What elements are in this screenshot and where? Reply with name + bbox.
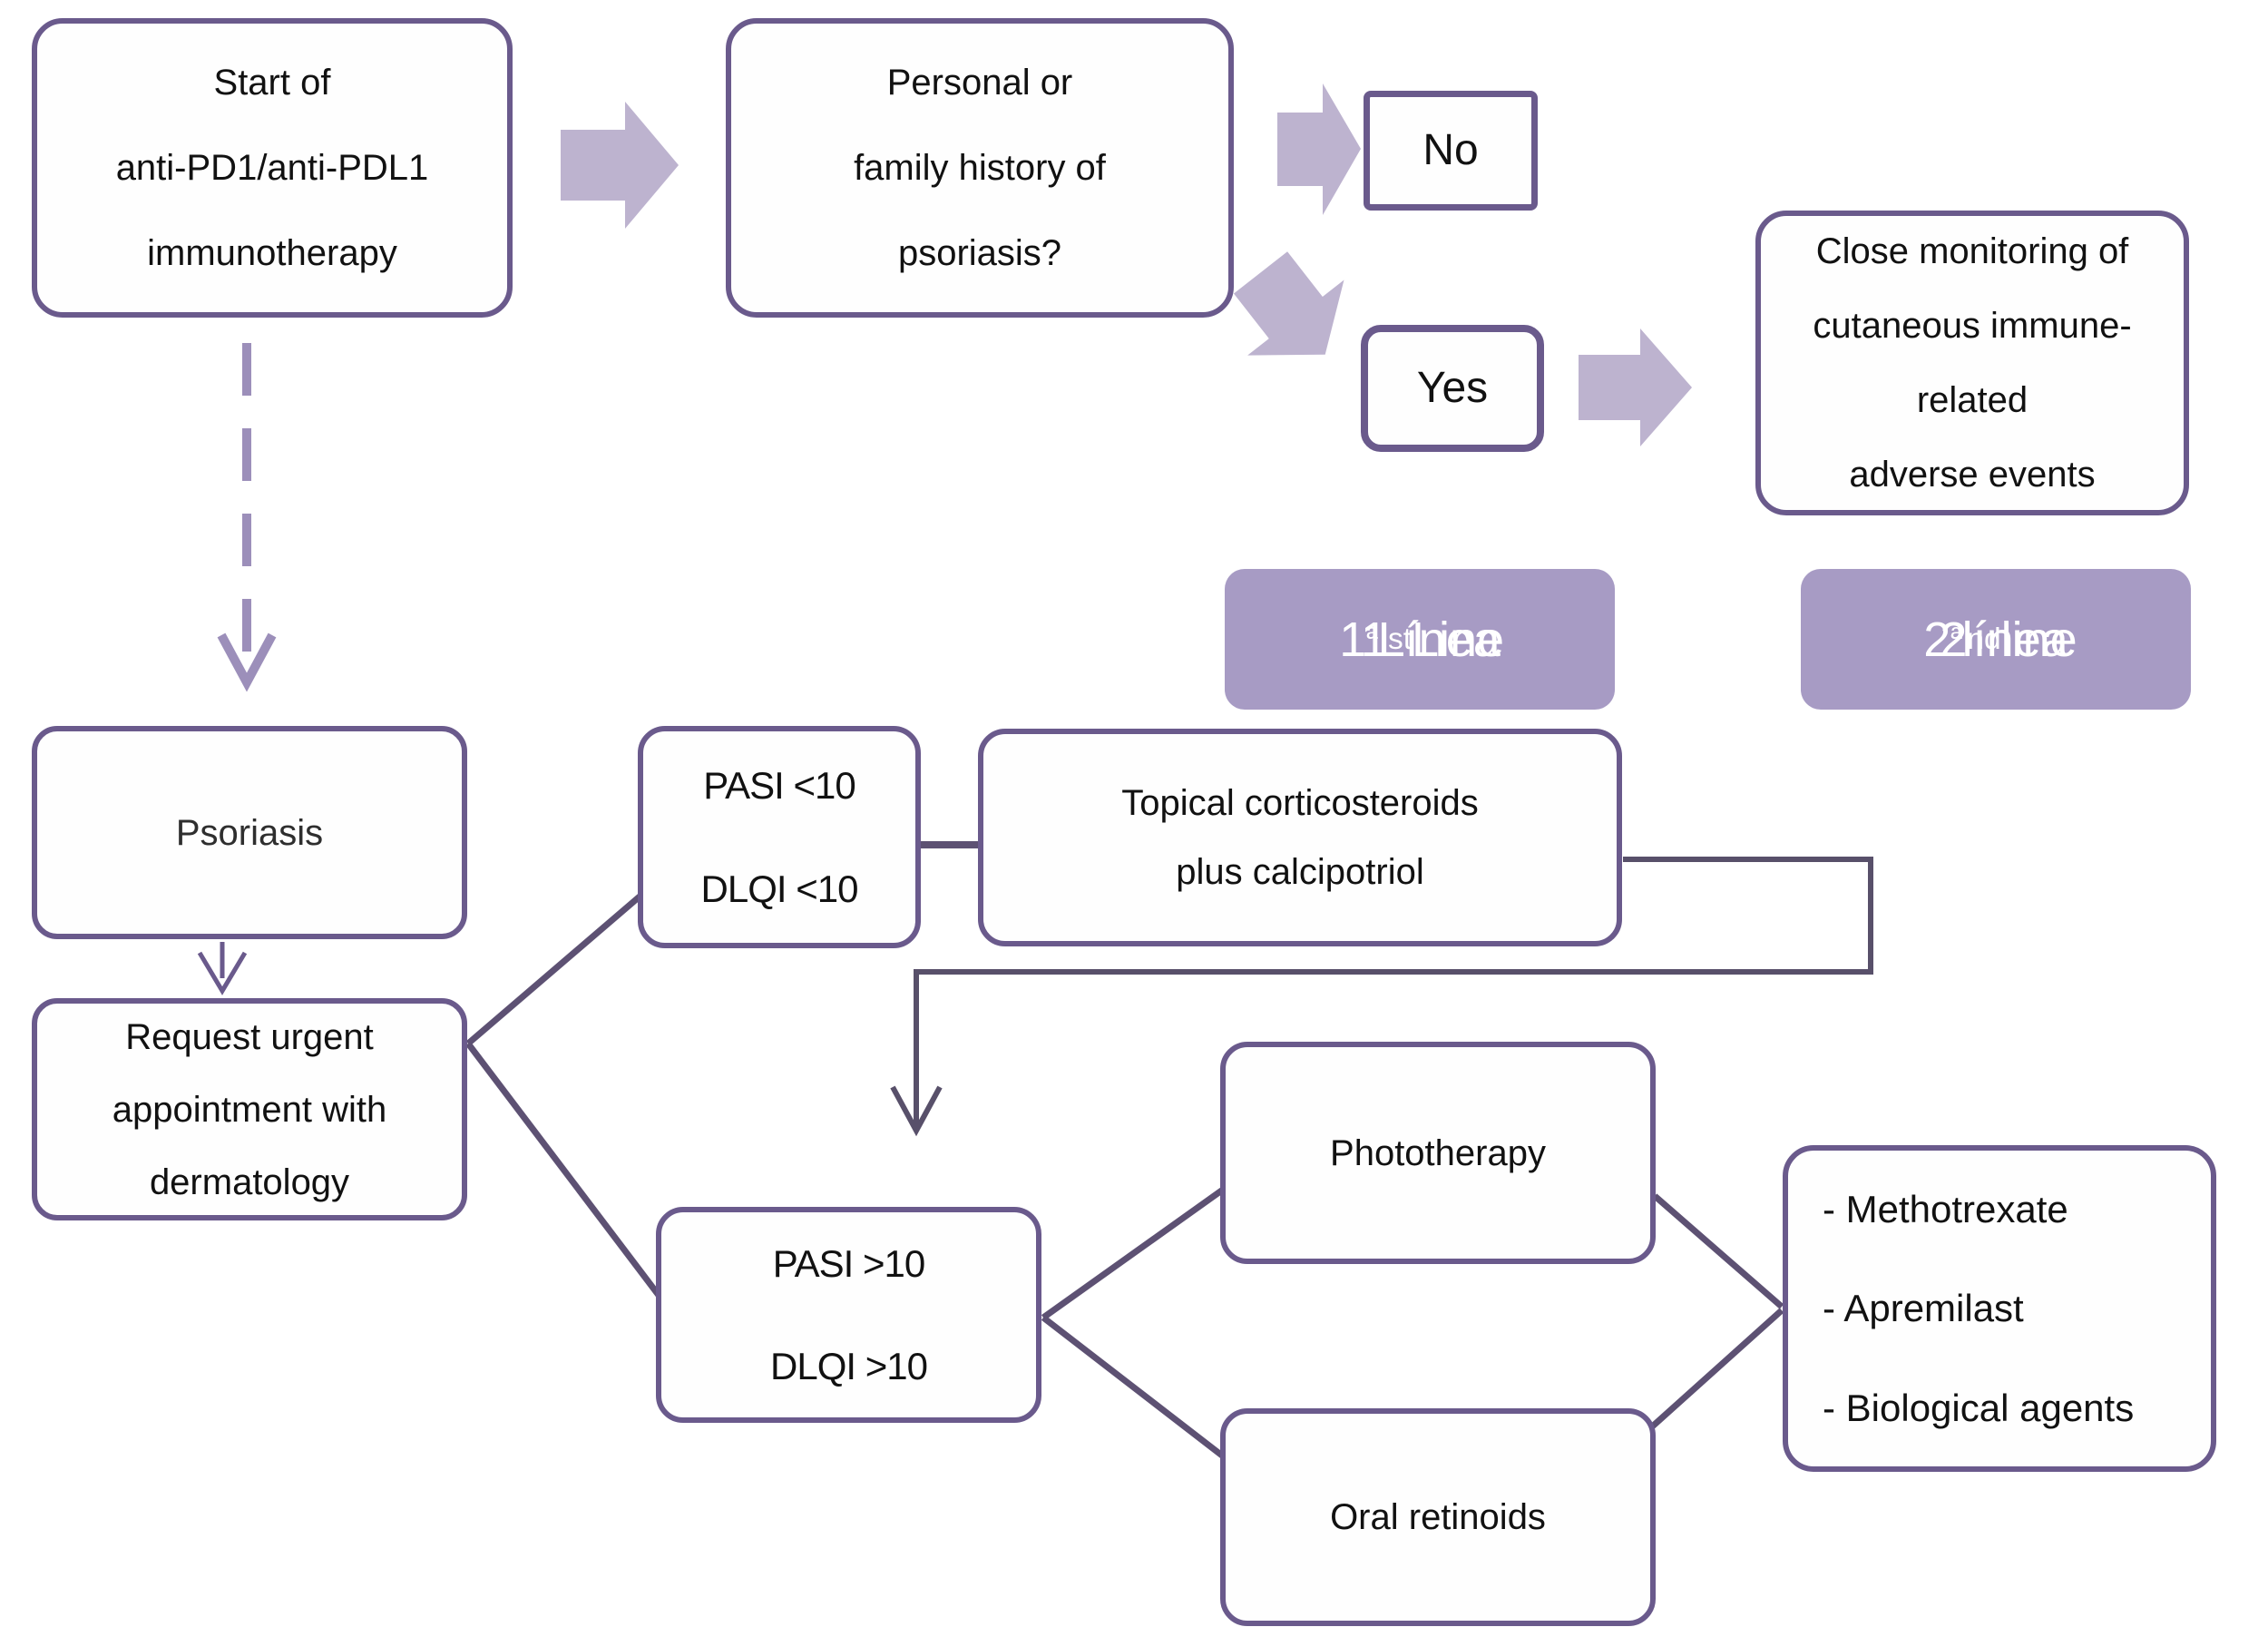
block-arrow-yes-to-monitoring — [1579, 328, 1692, 446]
line-pasi-high-to-phototherapy — [1041, 1182, 1232, 1320]
node-second-line-options-label: - Methotrexate - Apremilast - Biological… — [1823, 1188, 2135, 1429]
line-request-to-pasi-high — [465, 1041, 663, 1300]
node-no: No — [1364, 91, 1538, 211]
node-pasi-high-label: PASI >10 DLQI >10 — [770, 1241, 928, 1387]
arrow-psoriasis-to-request-head — [197, 951, 248, 995]
node-phototherapy: Phototherapy — [1220, 1042, 1656, 1264]
node-pasi-low: PASI <10 DLQI <10 — [638, 726, 921, 948]
block-arrow-history-to-yes — [1233, 251, 1344, 356]
node-close-monitoring: Close monitoring of cutaneous immune-rel… — [1755, 211, 2189, 515]
dashed-arrow-head — [217, 632, 277, 692]
node-request: Request urgent appointment with dermatol… — [32, 998, 467, 1220]
node-request-label: Request urgent appointment with dermatol… — [112, 1016, 387, 1202]
node-psoriasis: Psoriasis — [32, 726, 467, 939]
line-oral-to-second-line — [1647, 1308, 1784, 1432]
block-arrow-history-to-no — [1277, 83, 1361, 215]
feedback-loop-arrow-head — [890, 1085, 943, 1137]
node-second-line-options: - Methotrexate - Apremilast - Biological… — [1783, 1145, 2216, 1472]
node-history: Personal or family history of psoriasis? — [726, 18, 1234, 318]
node-yes-label: Yes — [1416, 364, 1489, 413]
node-yes: Yes — [1361, 325, 1544, 452]
node-pasi-low-label: PASI <10 DLQI <10 — [700, 764, 859, 910]
node-topical: Topical corticosteroids plus calcipotrio… — [978, 729, 1622, 946]
line-topical-feedback-loop — [914, 857, 1873, 1125]
node-psoriasis-label: Psoriasis — [175, 812, 324, 853]
block-arrow-start-to-history — [561, 102, 679, 229]
node-close-monitoring-label: Close monitoring of cutaneous immune-rel… — [1813, 231, 2132, 495]
line-request-to-pasi-low — [465, 888, 649, 1046]
node-history-label: Personal or family history of psoriasis? — [854, 63, 1106, 273]
node-topical-label: Topical corticosteroids plus calcipotrio… — [1121, 783, 1479, 892]
node-start-label: Start of anti-PD1/anti-PDL1 immunotherap… — [115, 63, 429, 273]
node-no-label: No — [1422, 126, 1479, 175]
node-start: Start of anti-PD1/anti-PDL1 immunotherap… — [32, 18, 513, 318]
node-oral-retinoids-label: Oral retinoids — [1330, 1497, 1546, 1537]
node-pasi-high: PASI >10 DLQI >10 — [656, 1207, 1041, 1423]
node-phototherapy-label: Phototherapy — [1330, 1132, 1546, 1173]
node-oral-retinoids: Oral retinoids — [1220, 1408, 1656, 1626]
line-phototherapy-to-second-line — [1652, 1193, 1784, 1309]
line-pasi-high-to-oral — [1041, 1315, 1237, 1467]
